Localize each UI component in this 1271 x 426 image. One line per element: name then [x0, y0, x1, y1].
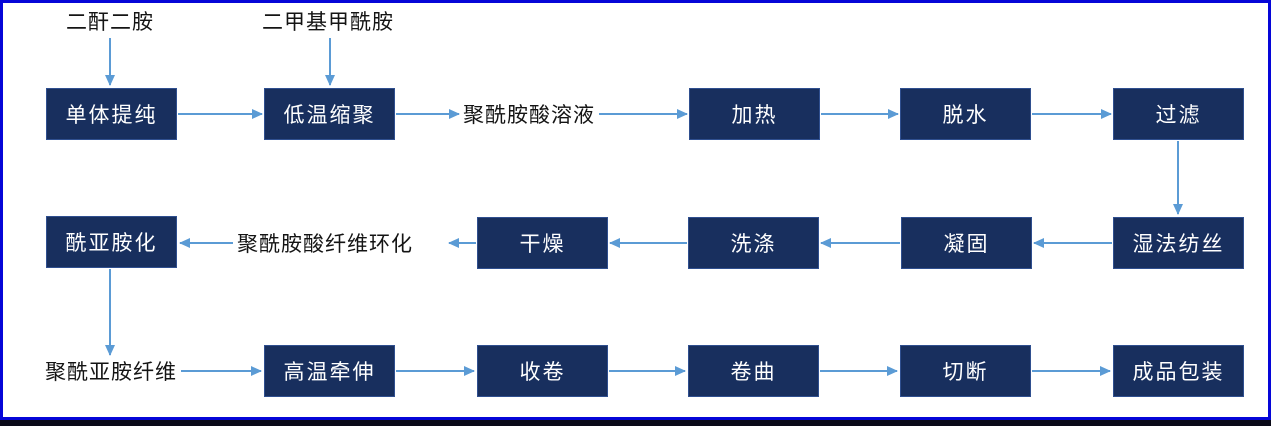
polyimide-fiber-label: 聚酰亚胺纤维	[45, 360, 177, 384]
imidization-box: 酰亚胺化	[46, 216, 177, 268]
monomer-purification-box: 单体提纯	[46, 88, 177, 140]
crimping-box: 卷曲	[688, 345, 819, 397]
low-temp-polycondensation-box: 低温缩聚	[264, 88, 395, 140]
winding-box: 收卷	[477, 345, 608, 397]
coagulation-box: 凝固	[901, 217, 1032, 269]
cutting-box: 切断	[900, 345, 1031, 397]
high-temp-drawing-box: 高温牵伸	[264, 345, 395, 397]
dianhydride-diamine-label: 二酐二胺	[66, 10, 154, 34]
dehydration-box: 脱水	[900, 88, 1031, 140]
dimethylformamide-label: 二甲基甲酰胺	[262, 10, 394, 34]
filtration-box: 过滤	[1113, 88, 1244, 140]
bottom-divider-bar	[0, 420, 1271, 426]
polyamic-acid-solution-label: 聚酰胺酸溶液	[463, 103, 595, 127]
heating-box: 加热	[689, 88, 820, 140]
polyamic-acid-fiber-cyclization-label: 聚酰胺酸纤维环化	[237, 232, 413, 256]
product-packaging-box: 成品包装	[1113, 345, 1244, 397]
washing-box: 洗涤	[688, 217, 819, 269]
wet-spinning-box: 湿法纺丝	[1113, 217, 1244, 269]
drying-box: 干燥	[477, 217, 608, 269]
